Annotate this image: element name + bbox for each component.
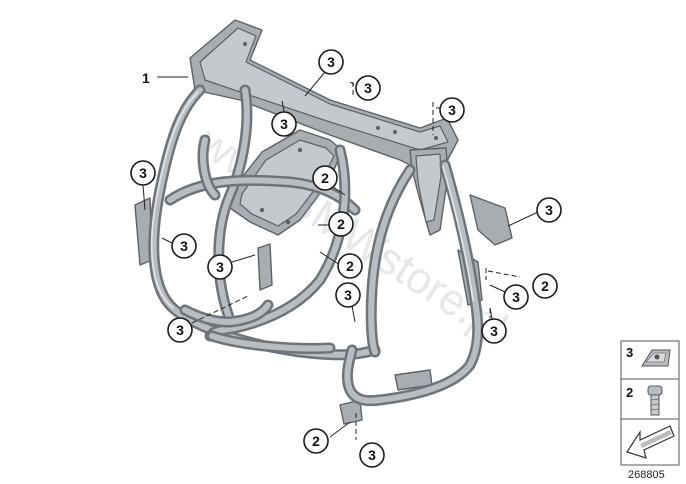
direction-arrow-icon (626, 425, 675, 459)
svg-text:3: 3 (216, 259, 224, 275)
svg-text:3: 3 (490, 323, 498, 339)
callout-3: 3 (481, 318, 507, 344)
callout-3: 3 (171, 233, 197, 259)
callout-3: 3 (359, 442, 385, 468)
callout-2: 2 (303, 428, 329, 454)
callout-3: 3 (536, 197, 562, 223)
svg-text:3: 3 (280, 116, 288, 132)
svg-text:3: 3 (180, 238, 188, 254)
svg-text:2: 2 (346, 258, 354, 274)
svg-text:3: 3 (364, 80, 372, 96)
callout-2: 2 (337, 253, 363, 279)
svg-text:2: 2 (337, 216, 345, 232)
svg-text:3: 3 (545, 202, 553, 218)
callout-3: 3 (439, 97, 465, 123)
callouts: 1 3 3 3 3 3 3 3 3 3 3 3 3 3 2 2 2 2 2 (130, 49, 562, 468)
callout-3: 3 (130, 160, 156, 186)
svg-text:3: 3 (327, 54, 335, 70)
svg-text:3: 3 (448, 102, 456, 118)
callout-3: 3 (355, 75, 381, 101)
svg-text:2: 2 (321, 170, 329, 186)
callout-2: 2 (532, 273, 558, 299)
screw-icon (647, 385, 663, 416)
callout-3: 3 (318, 49, 344, 75)
callout-2: 2 (312, 165, 338, 191)
svg-text:3: 3 (344, 287, 352, 303)
callout-3: 3 (503, 284, 529, 310)
clip-nut-icon (641, 349, 671, 367)
legend-label-2: 2 (626, 385, 633, 400)
front-frame-illustration (134, 19, 513, 425)
callout-3: 3 (167, 317, 193, 343)
svg-text:3: 3 (139, 165, 147, 181)
callout-3: 3 (271, 111, 297, 137)
svg-text:3: 3 (512, 289, 520, 305)
callout-2: 2 (328, 211, 354, 237)
legend-label-3: 3 (626, 345, 633, 360)
svg-text:2: 2 (541, 278, 549, 294)
svg-text:2: 2 (312, 433, 320, 449)
callout-3: 3 (335, 282, 361, 308)
svg-text:3: 3 (368, 447, 376, 463)
diagram-number: 268805 (628, 469, 665, 481)
part-label-frame: 1 (142, 70, 150, 86)
svg-text:3: 3 (176, 322, 184, 338)
callout-3: 3 (207, 254, 233, 280)
parts-legend: 3 2 268805 (620, 340, 680, 481)
